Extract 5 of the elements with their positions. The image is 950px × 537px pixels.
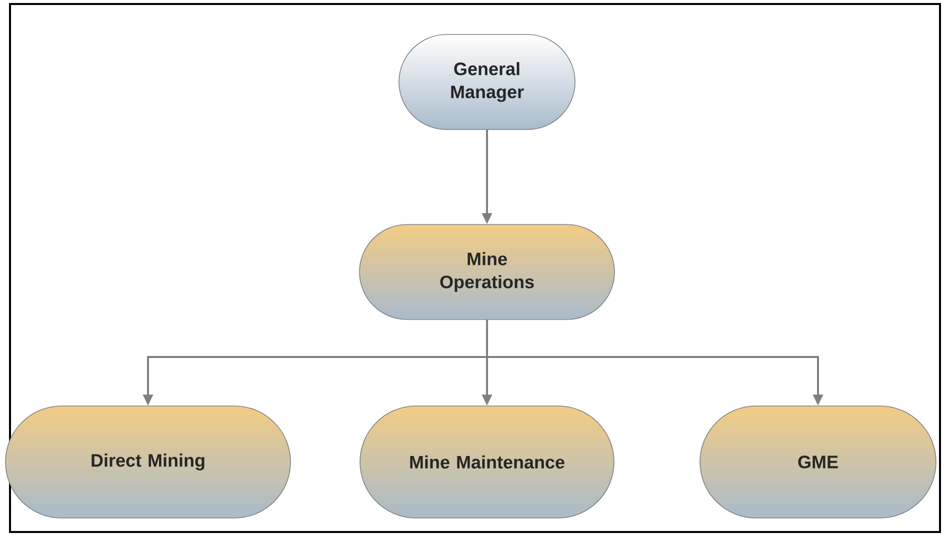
rounded-box: Mine Maintenance xyxy=(360,406,614,518)
rounded-box: Direct Mining xyxy=(5,406,291,518)
rounded-box: Mine Operations xyxy=(359,224,615,320)
rounded-box: General Manager xyxy=(398,34,576,130)
rounded-box: GME xyxy=(700,406,936,518)
